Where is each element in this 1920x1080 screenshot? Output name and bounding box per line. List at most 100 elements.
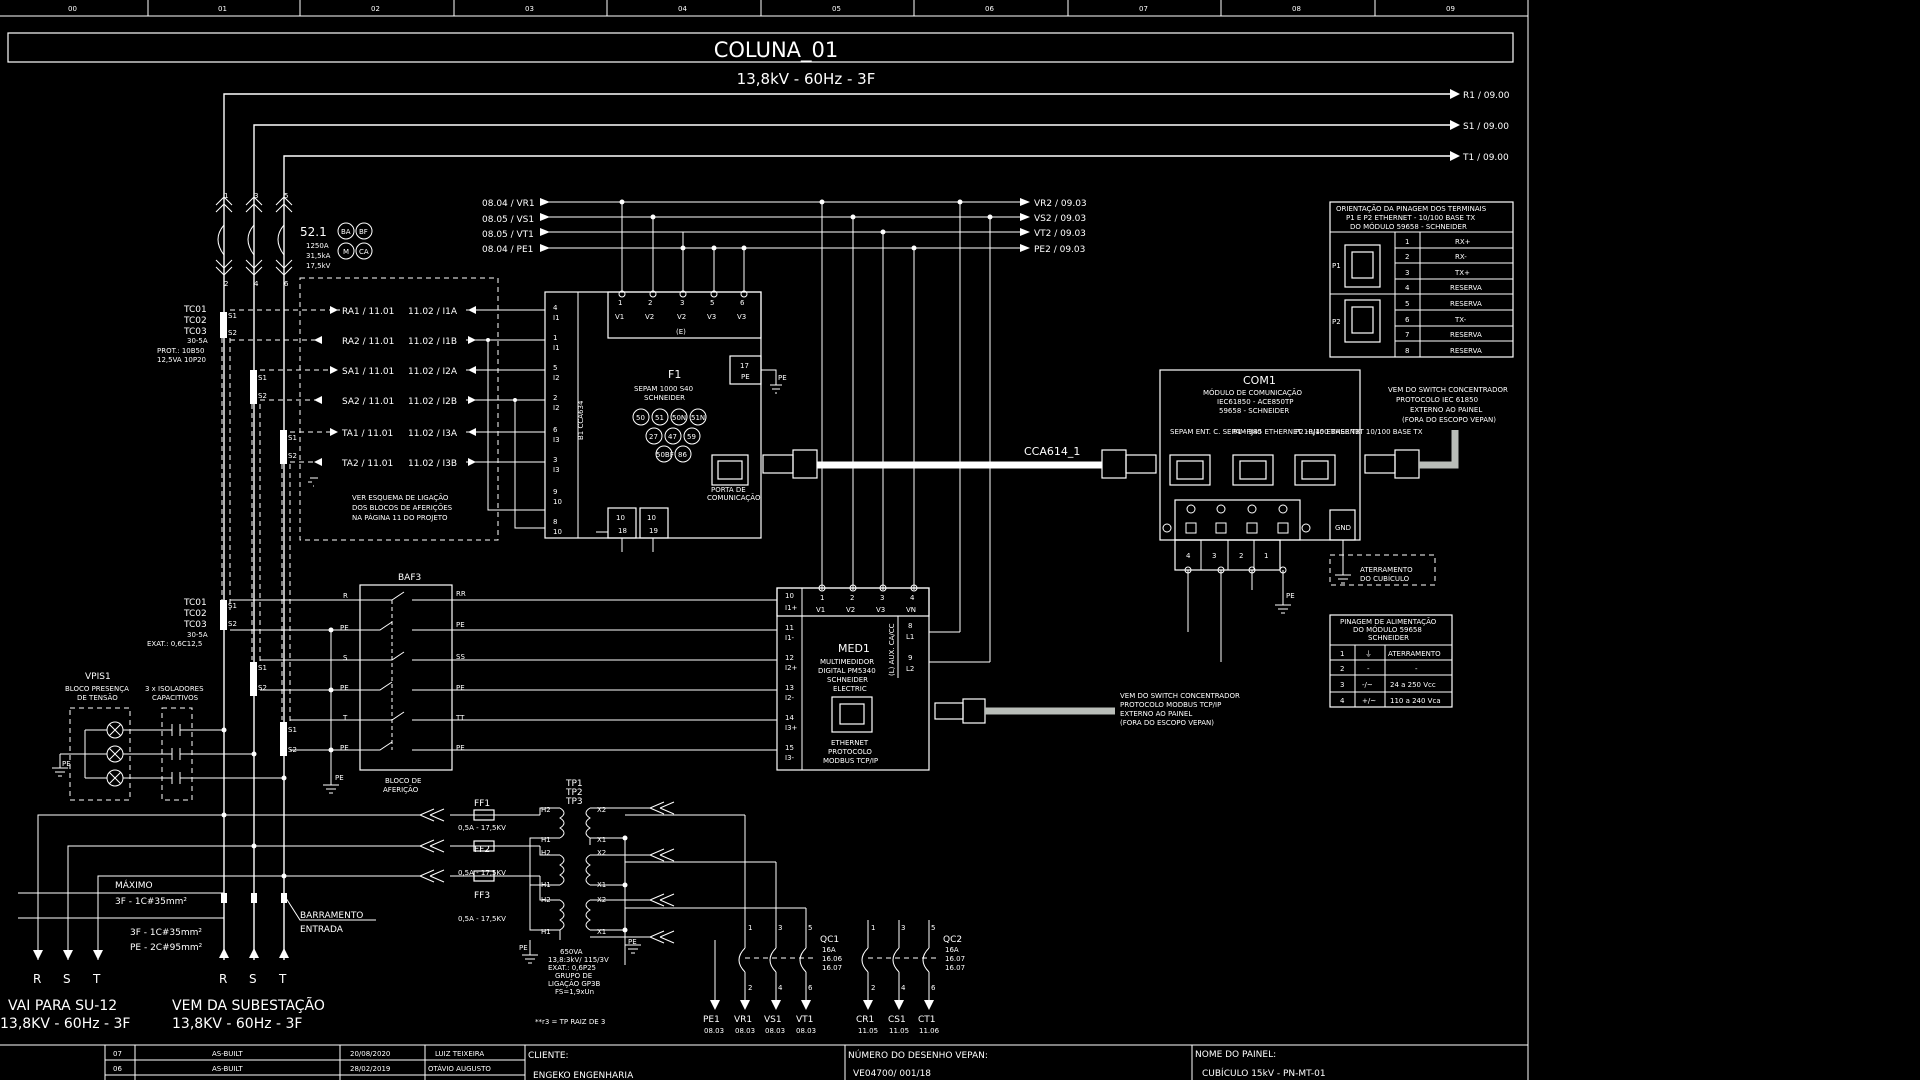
svg-text:S2: S2 — [228, 620, 237, 628]
vpis-line2: DE TENSÃO — [77, 693, 118, 702]
med1-proto-1: ETHERNET — [831, 739, 869, 747]
vpis1: VPIS1 BLOCO PRESENÇA DE TENSÃO 3 x ISOLA… — [52, 672, 287, 801]
com1-term-3: 3 — [1212, 552, 1216, 560]
bus-t1-label: T1 / 09.00 — [1462, 153, 1509, 163]
svg-text:2: 2 — [748, 984, 752, 992]
signal-ta2: TA2 / 11.01 — [341, 459, 393, 469]
tp-spec-6: FS=1,9xUn — [555, 988, 594, 996]
baf3-id: BAF3 — [398, 573, 421, 583]
pinout-title-1: ORIENTAÇÃO DA PINAGEM DOS TERMINAIS — [1336, 204, 1487, 213]
svg-text:4: 4 — [778, 984, 783, 992]
svg-text:5: 5 — [931, 924, 935, 932]
grid-col-04: 04 — [678, 5, 687, 13]
svg-text:I2: I2 — [553, 374, 560, 382]
svg-text:S1: S1 — [288, 434, 297, 442]
ct1-label-b: TC02 — [183, 316, 207, 326]
switch1-line4: (FORA DO ESCOPO VEPAN) — [1402, 416, 1496, 424]
svg-text:S1: S1 — [228, 602, 237, 610]
baf3-left-2: PE — [340, 624, 349, 632]
com1-term-1: 1 — [1264, 552, 1268, 560]
qc1-spec-3: 16.07 — [822, 964, 842, 972]
svg-text:1: 1 — [871, 924, 875, 932]
baf3-right-6: PE — [456, 744, 465, 752]
phase-right-t: T — [278, 972, 287, 986]
svg-text:S1: S1 — [288, 726, 297, 734]
svg-text:PE: PE — [628, 938, 637, 946]
phase-right-r: R — [219, 972, 227, 986]
pinout-title-2: P1 E P2 ETHERNET - 10/100 BASE TX — [1346, 214, 1475, 222]
signal-i1b: 11.02 / I1B — [408, 337, 457, 347]
out-cs1: CS1 — [888, 1015, 906, 1025]
grid-col-01: 01 — [218, 5, 227, 13]
phase-left-s: S — [63, 972, 71, 986]
f1-vterm-4: V3 — [707, 313, 716, 321]
bus-r1-label: R1 / 09.00 — [1463, 91, 1510, 101]
signal-i2a: 11.02 / I2A — [408, 367, 458, 377]
panel-name: CUBÍCULO 15kV - PN-MT-01 — [1202, 1067, 1326, 1079]
tp-spec-2: 13,8:3kV/ 115/3V — [548, 956, 609, 964]
com1-term-4: 4 — [1186, 552, 1191, 560]
med1-inum-5: 14 — [785, 714, 794, 722]
com1-line3: 59658 - SCHNEIDER — [1219, 407, 1289, 415]
com1-port-a: SEPAM ENT. C. SEPAM 380 — [1170, 428, 1262, 436]
feed-row4-num: 4 — [1340, 697, 1345, 705]
vbus-pe2: PE2 / 09.03 — [1034, 245, 1085, 255]
svg-text:8: 8 — [553, 518, 557, 526]
f1-vterm-5: V3 — [737, 313, 746, 321]
med1-inum-2: 11 — [785, 624, 794, 632]
cable-entry: MÁXIMO 3F - 1C#35mm² 3F - 1C#35mm² PE - … — [0, 879, 376, 1032]
baf3-right-4: PE — [456, 684, 465, 692]
panel-label: NOME DO PAINEL: — [1195, 1050, 1276, 1060]
f1-model: SEPAM 1000 S40 — [634, 385, 693, 393]
svg-text:X1: X1 — [597, 836, 606, 844]
svg-text:6: 6 — [808, 984, 813, 992]
com1-line2: IEC61850 - ACE850TP — [1217, 398, 1293, 406]
svg-text:4: 4 — [901, 984, 906, 992]
switch2-line1: VEM DO SWITCH CONCENTRADOR — [1120, 692, 1240, 700]
ct1-class: 12,5VA 10P20 — [157, 356, 206, 364]
svg-text:1: 1 — [224, 192, 228, 200]
grid-col-00: 00 — [68, 5, 77, 13]
maximo-spec: 3F - 1C#35mm² — [115, 897, 187, 907]
right-destination: VEM DA SUBESTAÇÃO — [172, 997, 325, 1014]
out-vt1-ref: 08.03 — [796, 1027, 816, 1035]
vbus-pe1: 08.04 / PE1 — [482, 245, 533, 255]
feed-row2-num: 2 — [1340, 665, 1344, 673]
svg-text:2: 2 — [871, 984, 875, 992]
med1-lnum-2: 9 — [908, 654, 912, 662]
out-vs1: VS1 — [764, 1015, 782, 1025]
med1-line1: MULTIMEDIDOR — [820, 658, 874, 666]
barramento-1: BARRAMENTO — [300, 911, 363, 921]
med1-lnum-1: 8 — [908, 622, 912, 630]
pin-8: 8 — [1405, 347, 1409, 355]
svg-text:H1: H1 — [541, 836, 551, 844]
pin-2: 2 — [1405, 253, 1409, 261]
client-name: ENGEKO ENGENHARIA — [533, 1071, 634, 1080]
med1-vterm-1: V1 — [816, 606, 825, 614]
vpis-cap1: 3 x ISOLADORES — [145, 685, 204, 693]
com-module-com1: COM1 MÓDULO DE COMUNICAÇÃO IEC61850 - AC… — [1159, 369, 1508, 662]
svg-text:S2: S2 — [258, 392, 267, 400]
med1-vnum-2: 2 — [850, 594, 854, 602]
grid-col-07: 07 — [1139, 5, 1148, 13]
baf3-block: BAF3 R PE S PE T PE RR PE SS PE TT PE — [230, 573, 777, 794]
ver-esquema-3: NA PÁGINA 11 DO PROJETO — [352, 513, 448, 522]
baf3-right-3: SS — [456, 653, 465, 661]
f1-fn-3: 50N — [672, 414, 686, 422]
phase-left-t: T — [92, 972, 101, 986]
pin-3: 3 — [1405, 269, 1409, 277]
baf3-right-5: TT — [455, 714, 465, 722]
ver-esquema-2: DOS BLOCOS DE AFERIÇÕES — [352, 503, 453, 512]
f1-vterm-3: V2 — [677, 313, 686, 321]
rev-2-by: OTÁVIO AUGUSTO — [428, 1064, 491, 1073]
feed-title-2: DO MÓDULO 59658 — [1353, 625, 1422, 634]
qc1-spec-2: 16.06 — [822, 955, 843, 963]
f1-fn-4: 51N — [691, 414, 705, 422]
feed-table: PINAGEM DE ALIMENTAÇÃO DO MÓDULO 59658 S… — [1329, 614, 1453, 708]
out-ct1: CT1 — [918, 1015, 936, 1025]
med1-line4: ELECTRIC — [833, 685, 867, 693]
out-cr1: CR1 — [856, 1015, 874, 1025]
ct2-label-a: TC01 — [183, 598, 207, 608]
svg-text:4: 4 — [553, 304, 558, 312]
svg-text:PE: PE — [519, 944, 528, 952]
